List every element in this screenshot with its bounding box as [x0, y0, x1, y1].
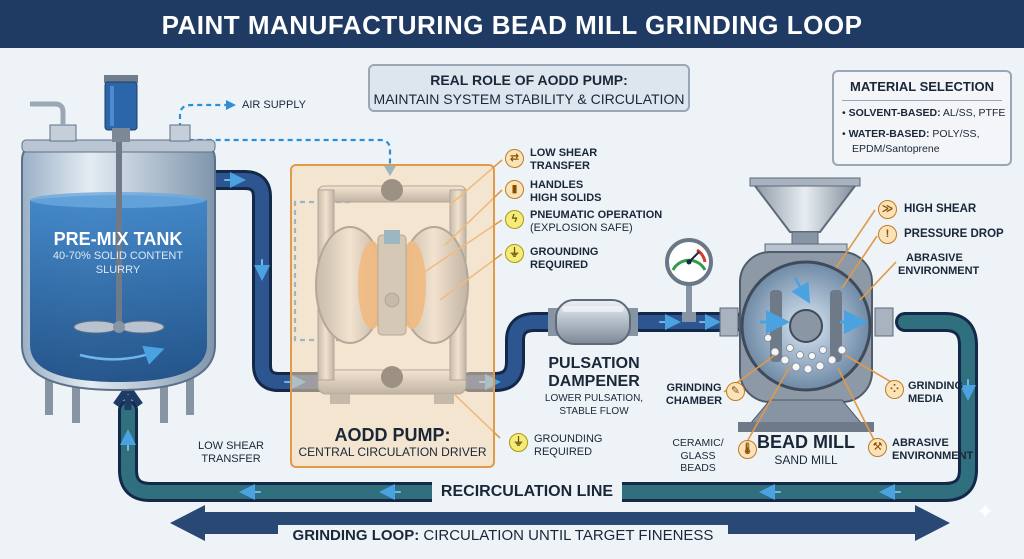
material-divider — [842, 100, 1002, 101]
material-water-value2: EPDM/Santoprene — [852, 143, 940, 155]
material-water-label: WATER-BASED: — [848, 128, 930, 140]
thermometer-icon: 🌡 — [738, 440, 757, 459]
air-supply-label: AIR SUPPLY — [242, 99, 306, 111]
grinding-chamber-l2: CHAMBER — [665, 395, 723, 407]
role-heading: REAL ROLE OF AODD PUMP: — [430, 72, 628, 88]
material-water-value: POLY/SS, — [932, 128, 980, 140]
material-item-water: • WATER-BASED: POLY/SS, — [842, 128, 980, 140]
grinding-loop-rest: CIRCULATION UNTIL TARGET FINENESS — [419, 527, 714, 544]
title-bar: PAINT MANUFACTURING BEAD MILL GRINDING L… — [0, 0, 1024, 48]
bead-mill-sub: SAND MILL — [774, 453, 838, 467]
material-item-solvent: • SOLVENT-BASED: AL/SS, PTFE — [842, 107, 1006, 119]
tank-line-2: SLURRY — [95, 264, 141, 276]
transfer-icon: ⇄ — [505, 149, 524, 168]
air-arrow-icon — [226, 100, 236, 110]
mill-feature-abrasive-l1: ABRASIVE — [906, 252, 963, 264]
material-solvent-label: SOLVENT-BASED: — [848, 107, 941, 119]
grinding-loop-bold: GRINDING LOOP: — [292, 527, 420, 544]
mill-feature-high-shear: HIGH SHEAR — [904, 203, 977, 215]
dampener-l1: PULSATION — [548, 355, 640, 372]
pump-feature-1-l2: TRANSFER — [530, 160, 590, 172]
abrasive-bottom-l1: ABRASIVE — [892, 437, 949, 449]
dampener-s1: LOWER PULSATION, — [544, 393, 644, 404]
grounding-bottom-l2: REQUIRED — [534, 446, 593, 458]
pump-name: AODD PUMP: — [334, 425, 451, 445]
pump-feature-3-l1: PNEUMATIC OPERATION — [530, 209, 663, 221]
pump-feature-2-l2: HIGH SOLIDS — [530, 192, 602, 204]
material-heading: MATERIAL SELECTION — [850, 79, 994, 94]
material-solvent-value: AL/SS, PTFE — [942, 107, 1006, 119]
pump-feature-4-l1: GROUNDING — [530, 246, 599, 258]
bead-mill-name: BEAD MILL — [757, 432, 855, 452]
mill-feature-abrasive-l2: ENVIRONMENT — [898, 265, 980, 277]
grinding-media-l1: GRINDING — [908, 380, 963, 392]
sparkle-icon: ✦ — [976, 499, 995, 524]
dampener-l2: DAMPENER — [548, 373, 640, 390]
page-title: PAINT MANUFACTURING BEAD MILL GRINDING L… — [161, 10, 863, 40]
grounding-bottom-l1: GROUNDING — [534, 433, 603, 445]
material-selection-box: MATERIAL SELECTION • SOLVENT-BASED: AL/S… — [832, 70, 1012, 166]
chamber-icon: ✎ — [726, 382, 745, 401]
bars-icon: ▮ — [505, 180, 524, 199]
pump-feature-3-l2: (EXPLOSION SAFE) — [530, 222, 633, 234]
pressure-gauge — [665, 238, 713, 322]
pre-mix-tank — [21, 75, 216, 423]
warning-icon: ! — [878, 225, 897, 244]
grounding-bottom-icon: ⏚ — [509, 433, 528, 452]
tank-name: PRE-MIX TANK — [53, 229, 183, 249]
media-icon: ⁘ — [885, 380, 904, 399]
shear-icon: ≫ — [878, 200, 897, 219]
lightning-icon: ϟ — [505, 210, 524, 229]
tank-line-1: 40-70% SOLID CONTENT — [52, 250, 184, 262]
pump-subtitle: CENTRAL CIRCULATION DRIVER — [298, 445, 487, 459]
pulsation-dampener-drawing — [548, 299, 638, 345]
low-shear-bottom-l2: TRANSFER — [201, 453, 261, 465]
beads-l1: CERAMIC/ — [672, 437, 724, 449]
pump-feature-4-l2: REQUIRED — [530, 259, 589, 271]
abrasive-bottom-l2: ENVIRONMENT — [892, 450, 974, 462]
role-text: MAINTAIN SYSTEM STABILITY & CIRCULATION — [373, 91, 685, 107]
mill-feature-pressure-drop: PRESSURE DROP — [904, 228, 1004, 240]
aodd-pump-box — [290, 164, 495, 468]
abrasive-icon: ⚒ — [868, 438, 887, 457]
dampener-s2: STABLE FLOW — [559, 406, 629, 417]
grinding-media-l2: MEDIA — [908, 393, 944, 405]
grinding-loop-label: GRINDING LOOP: CIRCULATION UNTIL TARGET … — [278, 525, 728, 549]
pump-feature-2-l1: HANDLES — [530, 179, 584, 191]
bead-mill-drawing — [719, 177, 894, 432]
low-shear-bottom-l1: LOW SHEAR — [197, 440, 264, 452]
role-callout: REAL ROLE OF AODD PUMP: MAINTAIN SYSTEM … — [368, 64, 690, 112]
ground-icon: ⏚ — [505, 244, 524, 263]
recirculation-label: RECIRCULATION LINE — [432, 480, 622, 504]
grinding-chamber-l1: GRINDING — [666, 382, 722, 394]
pump-feature-1-l1: LOW SHEAR — [530, 147, 598, 159]
beads-l2: GLASS BEADS — [680, 450, 716, 474]
